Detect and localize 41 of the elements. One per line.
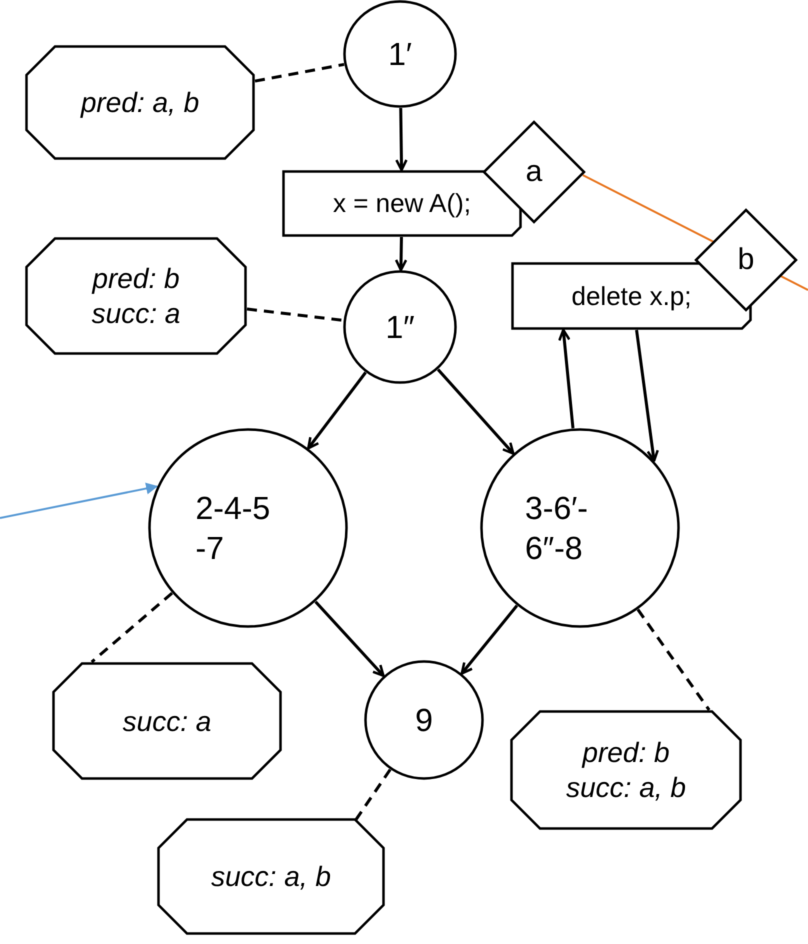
node-text: pred: b succ: a: [90, 262, 182, 331]
dashed-line: [254, 62, 344, 83]
arrow: [558, 328, 574, 428]
label-diamond: [482, 120, 586, 224]
node-text: 9: [415, 701, 433, 740]
node-text: succ: a, b: [211, 860, 331, 894]
dashed-line: [636, 608, 710, 711]
node-text: a: [526, 154, 542, 190]
node-circle: [364, 660, 484, 780]
node-text: x = new A();: [333, 187, 471, 220]
node-text: pred: a, b: [80, 86, 200, 120]
annotation-octagon: [25, 45, 255, 160]
dashed-line: [90, 592, 174, 664]
arrow: [395, 108, 408, 172]
label-diamond: [694, 208, 798, 312]
node-circle: [148, 428, 348, 628]
node-text: succ: a: [122, 704, 212, 738]
node-circle: [343, 270, 457, 384]
node-text: 2-4-5 -7: [196, 489, 272, 568]
node-text: 1′: [388, 35, 412, 74]
dashed-line: [246, 308, 344, 322]
node-text: b: [738, 242, 754, 278]
annotation-octagon: [510, 710, 742, 830]
node-text: pred: b succ: a, b: [565, 736, 687, 805]
statement-box: [282, 170, 522, 237]
annotation-octagon: [157, 818, 385, 935]
node-text: 3-6′- 6″-8: [525, 489, 589, 568]
arrow: [635, 330, 659, 462]
arrow: [307, 372, 367, 450]
arrow: [394, 236, 408, 272]
node-text: delete x.p;: [572, 280, 692, 312]
arrow: [314, 600, 385, 678]
node-circle: [480, 428, 680, 628]
arrow: [436, 368, 515, 455]
arrow: [460, 604, 518, 675]
node-circle: [343, 0, 457, 108]
dashed-line: [355, 768, 392, 820]
arrow: [0, 482, 158, 519]
annotation-octagon: [25, 237, 247, 355]
annotation-octagon: [52, 662, 282, 780]
node-text: 1″: [385, 308, 415, 347]
